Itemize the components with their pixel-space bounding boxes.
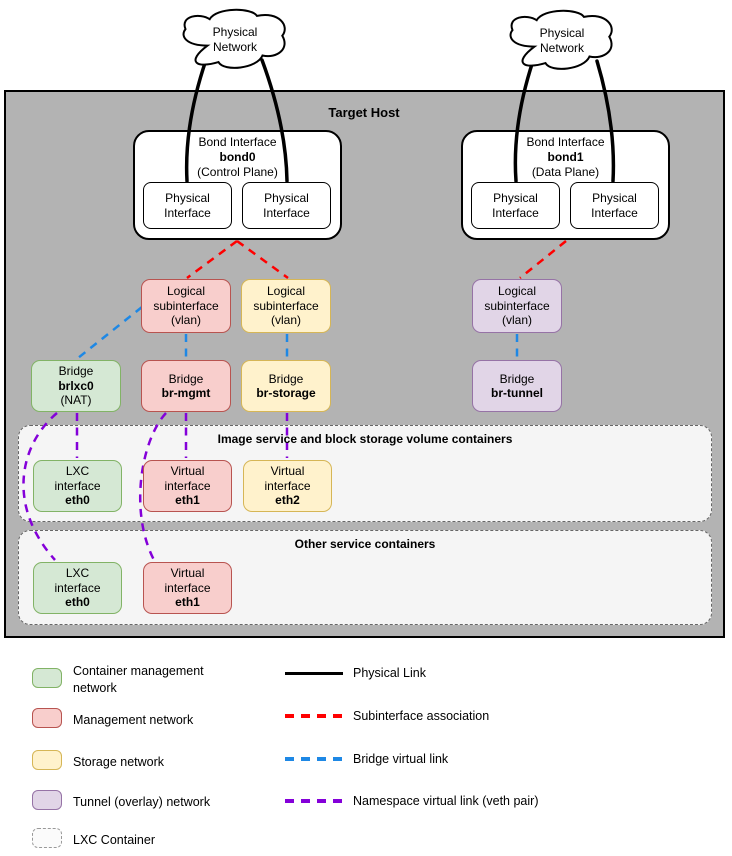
subinterface-storage: Logical subinterface (vlan) — [241, 279, 331, 333]
iface-label: LXC — [65, 566, 90, 581]
bond0-plane: (Control Plane) — [197, 165, 278, 179]
legend-label: Physical Link — [353, 666, 426, 680]
bond0-name: bond0 — [219, 150, 256, 164]
bridge-br-storage: Bridge br-storage — [241, 360, 331, 412]
other-service-container-box — [18, 530, 712, 625]
bond0-physical-interface-1: Physical Interface — [143, 182, 232, 229]
bond1-title: Bond Interface bond1 (Data Plane) — [461, 135, 670, 180]
iface-label: interface — [54, 580, 101, 595]
legend-line-physical-link — [285, 672, 343, 675]
bridge-name: brlxc0 — [58, 378, 94, 393]
bridge-brlxc0: Bridge brlxc0 (NAT) — [31, 360, 121, 412]
bond1-name: bond1 — [547, 150, 584, 164]
phys-if-label: Interface — [492, 205, 539, 220]
iface-label: interface — [164, 478, 211, 493]
bond1-physical-interface-2: Physical Interface — [570, 182, 659, 229]
bond1-plane: (Data Plane) — [531, 165, 600, 179]
legend-swatch-tunnel-network — [32, 790, 62, 810]
iface-name: eth0 — [65, 493, 90, 508]
cloud-label-line: Physical — [212, 25, 258, 39]
target-host-title: Target Host — [328, 105, 400, 120]
phys-if-label: Physical — [264, 191, 309, 205]
phys-if-label: Physical — [493, 191, 538, 205]
phys-if-label: Interface — [164, 205, 211, 220]
subinterface-mgmt: Logical subinterface (vlan) — [141, 279, 231, 333]
subif-label: (vlan) — [270, 313, 301, 328]
legend-label: Storage network — [73, 755, 165, 769]
bond1-physical-interface-1: Physical Interface — [471, 182, 560, 229]
subinterface-tunnel: Logical subinterface (vlan) — [472, 279, 562, 333]
bridge-sub: (NAT) — [60, 393, 92, 408]
cloud-label-line: Network — [212, 39, 257, 54]
legend-label: Namespace virtual link (veth pair) — [353, 794, 539, 808]
phys-if-label: Interface — [591, 205, 638, 220]
bridge-label: Bridge — [499, 371, 535, 386]
subif-label: subinterface — [153, 298, 219, 313]
legend-swatch-storage-network — [32, 750, 62, 770]
cloud-label-line: Network — [539, 40, 584, 55]
bridge-name: br-tunnel — [491, 386, 543, 400]
c1-virtual-interface-eth2: Virtual interface eth2 — [243, 460, 332, 512]
subif-label: Logical — [497, 284, 537, 299]
iface-name: eth1 — [175, 595, 200, 610]
image-service-container-title: Image service and block storage volume c… — [217, 432, 513, 446]
subif-label: Logical — [166, 284, 206, 299]
bridge-label: Bridge — [168, 371, 204, 386]
other-service-container-title: Other service containers — [294, 537, 436, 551]
legend-swatch-container-mgmt-network — [32, 668, 62, 688]
phys-if-label: Interface — [263, 205, 310, 220]
iface-label: interface — [264, 478, 311, 493]
image-service-container-box — [18, 425, 712, 522]
cloud-label-left: Physical Network — [180, 25, 290, 54]
legend-swatch-management-network — [32, 708, 62, 728]
phys-if-label: Physical — [165, 191, 210, 205]
iface-label: Virtual — [170, 566, 205, 581]
bridge-br-mgmt: Bridge br-mgmt — [141, 360, 231, 412]
subif-label: (vlan) — [170, 313, 201, 328]
legend-label: Subinterface association — [353, 709, 490, 723]
c2-virtual-interface-eth1: Virtual interface eth1 — [143, 562, 232, 614]
legend-line-bridge-virtual-link — [285, 757, 343, 761]
subif-label: (vlan) — [501, 313, 532, 328]
iface-label: interface — [54, 478, 101, 493]
c1-virtual-interface-eth1: Virtual interface eth1 — [143, 460, 232, 512]
bridge-name: br-storage — [256, 386, 316, 400]
legend-label: Management network — [73, 713, 194, 727]
phys-if-label: Physical — [592, 191, 637, 205]
c1-lxc-interface-eth0: LXC interface eth0 — [33, 460, 122, 512]
cloud-label-line: Physical — [539, 26, 585, 40]
bond0-title: Bond Interface bond0 (Control Plane) — [133, 135, 342, 180]
subif-label: Logical — [266, 284, 306, 299]
bond-interface-label: Bond Interface — [526, 135, 605, 149]
legend-label: Tunnel (overlay) network — [73, 795, 211, 809]
legend-swatch-lxc-container — [32, 828, 62, 848]
iface-label: Virtual — [270, 464, 305, 479]
c2-lxc-interface-eth0: LXC interface eth0 — [33, 562, 122, 614]
legend-label: Container management network — [73, 664, 204, 695]
iface-name: eth0 — [65, 595, 90, 610]
legend-label: LXC Container — [73, 833, 155, 847]
subif-label: subinterface — [253, 298, 319, 313]
bridge-name: br-mgmt — [161, 386, 211, 400]
bond-interface-label: Bond Interface — [198, 135, 277, 149]
iface-label: interface — [164, 580, 211, 595]
legend-line-subinterface-association — [285, 714, 343, 718]
bridge-label: Bridge — [268, 371, 304, 386]
legend-label: Bridge virtual link — [353, 752, 449, 766]
iface-name: eth2 — [275, 493, 300, 508]
cloud-label-right: Physical Network — [507, 26, 617, 55]
bridge-br-tunnel: Bridge br-tunnel — [472, 360, 562, 412]
iface-label: LXC — [65, 464, 90, 479]
bridge-label: Bridge — [58, 364, 94, 379]
bond0-physical-interface-2: Physical Interface — [242, 182, 331, 229]
subif-label: subinterface — [484, 298, 550, 313]
legend-line-namespace-virtual-link — [285, 799, 343, 803]
iface-name: eth1 — [175, 493, 200, 508]
iface-label: Virtual — [170, 464, 205, 479]
